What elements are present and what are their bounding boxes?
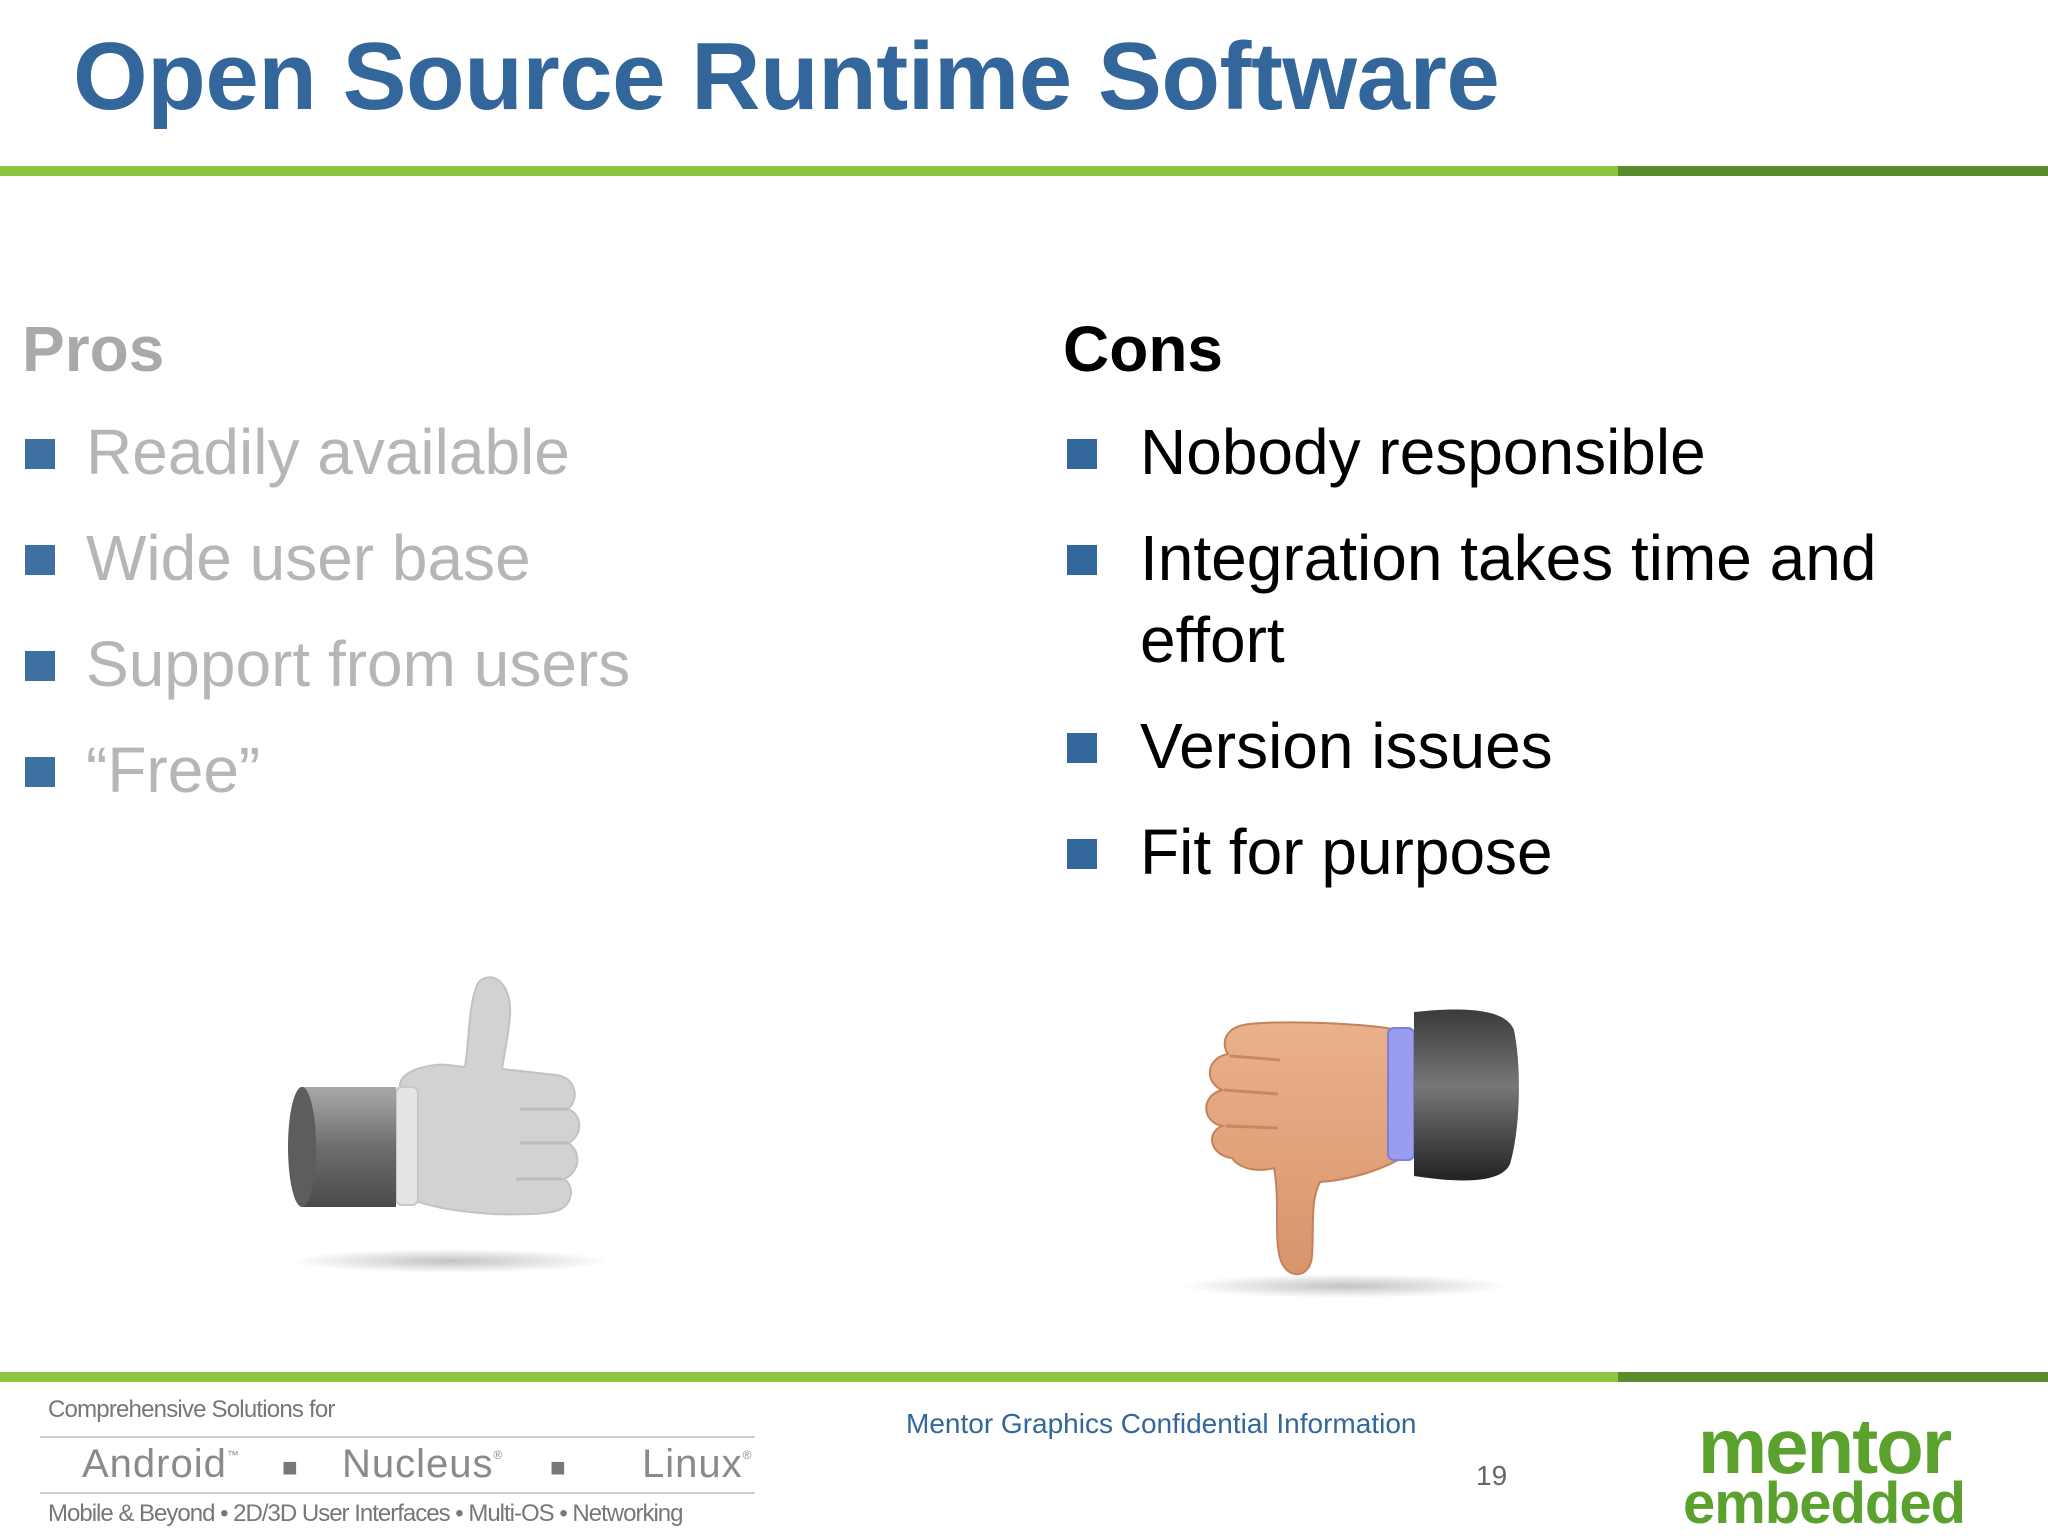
cons-list: Nobody responsible Integration takes tim… [1063,411,2023,893]
footer-banner-divider [40,1436,755,1438]
pros-heading: Pros [22,313,165,385]
cons-item-text: Fit for purpose [1140,816,1553,888]
page-number: 19 [1476,1460,1508,1491]
footer-product-banner: Comprehensive Solutions for Android™ ■ N… [40,1392,760,1530]
cons-list-item: Version issues [1063,705,2023,787]
confidential-notice: Mentor Graphics Confidential Information [906,1408,1417,1439]
cons-list-item: Fit for purpose [1063,811,2023,893]
footer-intro-text: Comprehensive Solutions for [48,1396,335,1423]
bullet-square-icon [25,651,55,681]
footer-tagline: Mobile & Beyond • 2D/3D User Interfaces … [48,1500,683,1527]
pros-list-item: Readily available [22,411,982,493]
bullet-square-icon [1067,733,1097,763]
cons-heading: Cons [1063,313,1223,385]
separator-dot-icon: ■ [282,1452,299,1482]
bullet-square-icon [25,439,55,469]
footer-banner-divider [40,1492,755,1494]
cons-item-text: Version issues [1140,710,1553,782]
pros-item-text: Wide user base [86,522,531,594]
bullet-square-icon [25,757,55,787]
cons-list-item: Nobody responsible [1063,411,2023,493]
cons-item-text: Integration takes time and effort [1140,522,1877,676]
pros-item-text: “Free” [86,734,261,806]
pros-column: Pros Readily available Wide user base Su… [22,305,982,835]
product-nucleus: Nucleus® [342,1442,504,1486]
pros-list-item: Wide user base [22,517,982,599]
pros-item-text: Support from users [86,628,631,700]
footer-products: Android™ ■ Nucleus® ■ Linux® [60,1438,760,1492]
bullet-square-icon [1067,545,1097,575]
pros-list-item: Support from users [22,623,982,705]
separator-dot-icon: ■ [550,1452,567,1482]
title-divider [0,166,2048,176]
logo-line1: mentor [1698,1415,1952,1490]
thumbs-down-icon [1170,1000,1525,1300]
cons-list-item: Integration takes time and effort [1063,517,2023,681]
slide-title: Open Source Runtime Software [73,23,1500,130]
product-linux: Linux® [642,1442,753,1486]
product-android: Android™ [82,1442,240,1486]
bullet-square-icon [1067,439,1097,469]
cons-column: Cons Nobody responsible Integration take… [1063,305,2023,917]
cons-item-text: Nobody responsible [1140,416,1706,488]
mentor-embedded-logo: mentor embedded [1628,1402,2020,1536]
bullet-square-icon [1067,839,1097,869]
pros-item-text: Readily available [86,416,570,488]
pros-list: Readily available Wide user base Support… [22,411,982,811]
footer-divider [0,1372,2048,1382]
logo-line2: embedded [1683,1471,1965,1527]
pros-list-item: “Free” [22,729,982,811]
thumbs-up-icon [280,975,625,1275]
bullet-square-icon [25,545,55,575]
